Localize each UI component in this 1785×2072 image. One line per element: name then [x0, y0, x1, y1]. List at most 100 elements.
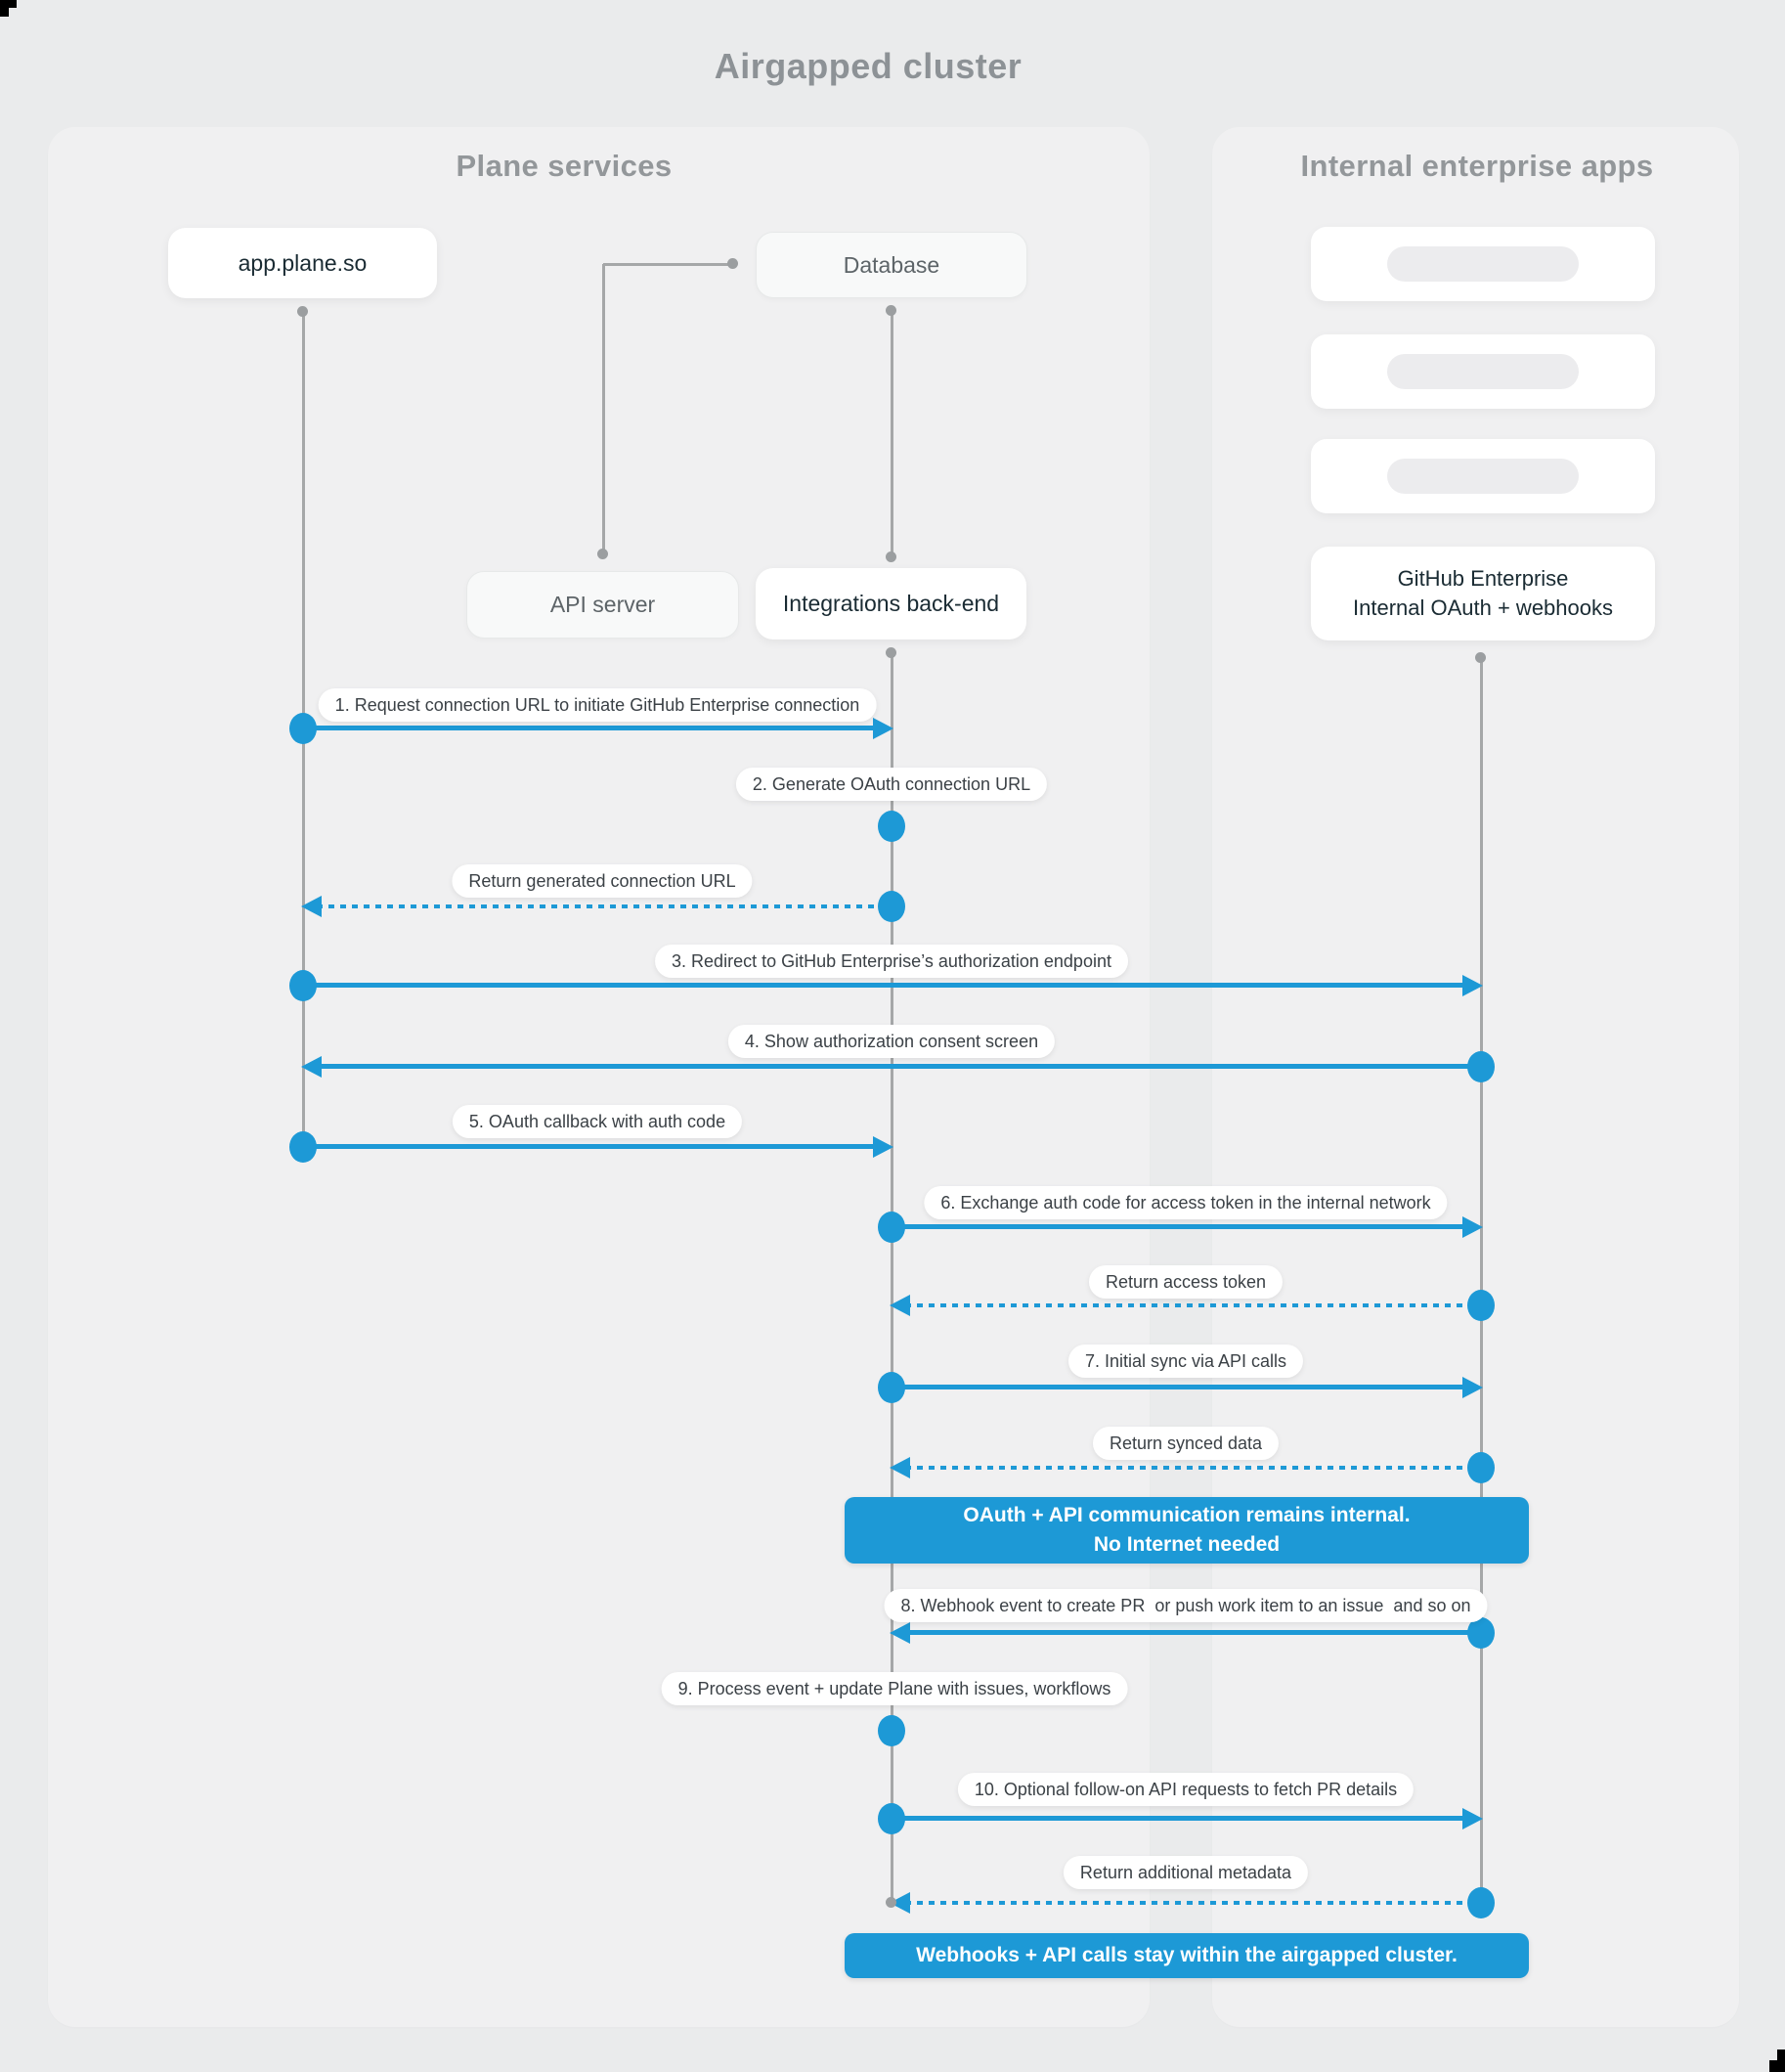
- event-dot: [878, 1715, 905, 1746]
- lifeline-integrations: [891, 653, 893, 1903]
- plane-services-panel: [48, 127, 1150, 2027]
- skeleton-app-card: [1311, 227, 1655, 301]
- node-app-plane-so: app.plane.so: [168, 228, 437, 298]
- arrow-line-dashed: [893, 1466, 1477, 1470]
- arrow-line-dashed: [305, 904, 888, 908]
- message-label-14: Return additional metadata: [1063, 1856, 1309, 1889]
- event-dot: [1467, 1887, 1495, 1918]
- message-arrow-6: [303, 1136, 893, 1158]
- corner-artifact: [1777, 2050, 1785, 2060]
- arrow-line: [893, 1224, 1477, 1229]
- internal-enterprise-apps-title: Internal enterprise apps: [1300, 149, 1654, 183]
- message-arrow-5: [301, 1056, 1481, 1078]
- arrowhead-left-icon: [301, 896, 322, 917]
- arrowhead-right-icon: [1462, 975, 1483, 996]
- page-title: Airgapped cluster: [714, 46, 1023, 86]
- message-label-13: 10. Optional follow-on API requests to f…: [957, 1773, 1415, 1806]
- message-label-10: Return synced data: [1092, 1427, 1280, 1460]
- lifeline-github-enterprise: [1480, 658, 1483, 1903]
- node-github-enterprise-line1: GitHub Enterprise: [1397, 566, 1569, 591]
- arrow-line: [893, 1816, 1477, 1821]
- arrow-line: [305, 726, 888, 730]
- skeleton-placeholder-bar: [1387, 246, 1579, 282]
- corner-artifact: [0, 8, 9, 17]
- arrowhead-left-icon: [890, 1457, 910, 1478]
- message-arrow-8: [890, 1295, 1481, 1316]
- arrow-line-dashed: [893, 1901, 1477, 1905]
- banner-line1: OAuth + API communication remains intern…: [963, 1504, 1411, 1526]
- arrowhead-right-icon: [1462, 1377, 1483, 1398]
- skeleton-app-card: [1311, 334, 1655, 409]
- message-arrow-11: [890, 1622, 1481, 1644]
- event-dot: [878, 1372, 905, 1403]
- message-arrow-9: [892, 1377, 1483, 1398]
- internal-communication-banner: OAuth + API communication remains intern…: [845, 1497, 1529, 1564]
- event-dot: [1467, 1452, 1495, 1483]
- arrow-line: [893, 1385, 1477, 1389]
- message-arrow-10: [890, 1457, 1481, 1478]
- lifeline-end-dot: [886, 1897, 896, 1908]
- connector-database-integrations: [891, 311, 893, 557]
- event-dot: [1467, 1290, 1495, 1321]
- arrow-line-dashed: [893, 1303, 1477, 1307]
- arrow-line: [305, 1144, 888, 1149]
- event-dot: [878, 1803, 905, 1834]
- arrowhead-right-icon: [873, 718, 893, 739]
- banner-line1: Webhooks + API calls stay within the air…: [916, 1944, 1458, 1966]
- node-github-enterprise-line2: Internal OAuth + webhooks: [1353, 595, 1613, 620]
- banner-line2: No Internet needed: [1093, 1533, 1281, 1556]
- arrow-line: [305, 1064, 1477, 1069]
- event-dot: [1467, 1051, 1495, 1082]
- node-api-server-label: API server: [549, 592, 656, 617]
- message-arrow-3: [301, 896, 892, 917]
- connector-dot: [886, 647, 896, 658]
- message-arrow-4: [303, 975, 1483, 996]
- message-label-5: 4. Show authorization consent screen: [727, 1025, 1056, 1058]
- message-arrow-1: [303, 718, 893, 739]
- message-label-6: 5. OAuth callback with auth code: [452, 1105, 743, 1138]
- event-dot: [878, 811, 905, 842]
- message-arrow-7: [892, 1216, 1483, 1238]
- message-label-1: 1. Request connection URL to initiate Gi…: [318, 688, 877, 722]
- event-dot: [878, 891, 905, 922]
- event-dot: [1467, 1617, 1495, 1649]
- message-label-9: 7. Initial sync via API calls: [1067, 1345, 1304, 1378]
- connector-dot: [886, 551, 896, 562]
- airgapped-cluster-banner: Webhooks + API calls stay within the air…: [845, 1933, 1529, 1978]
- arrowhead-left-icon: [890, 1622, 910, 1644]
- node-database: Database: [756, 232, 1027, 298]
- connector-api-server-vertical: [602, 264, 605, 554]
- corner-artifact: [0, 0, 17, 8]
- arrowhead-right-icon: [873, 1136, 893, 1158]
- node-github-enterprise: GitHub Enterprise Internal OAuth + webho…: [1311, 547, 1655, 640]
- event-dot: [289, 1131, 317, 1163]
- arrowhead-left-icon: [301, 1056, 322, 1078]
- message-arrow-13: [892, 1808, 1483, 1830]
- message-label-7: 6. Exchange auth code for access token i…: [924, 1186, 1448, 1219]
- arrowhead-right-icon: [1462, 1808, 1483, 1830]
- event-dot: [878, 1212, 905, 1243]
- node-integrations-backend: Integrations back-end: [756, 568, 1026, 639]
- skeleton-app-card: [1311, 439, 1655, 513]
- node-database-label: Database: [843, 251, 940, 278]
- node-api-server: API server: [466, 571, 739, 639]
- message-arrow-14: [890, 1892, 1481, 1914]
- node-integrations-backend-label: Integrations back-end: [782, 591, 1000, 616]
- message-label-3: Return generated connection URL: [452, 864, 753, 898]
- connector-api-server-horizontal: [603, 263, 733, 266]
- plane-services-title: Plane services: [456, 149, 673, 183]
- message-label-11: 8. Webhook event to create PR or push wo…: [884, 1589, 1488, 1622]
- message-label-12: 9. Process event + update Plane with iss…: [661, 1672, 1128, 1705]
- event-dot: [289, 970, 317, 1001]
- message-label-8: Return access token: [1088, 1265, 1284, 1299]
- message-label-2: 2. Generate OAuth connection URL: [735, 768, 1048, 801]
- arrow-line: [893, 1630, 1477, 1635]
- arrow-line: [305, 983, 1477, 988]
- node-app-plane-so-label: app.plane.so: [238, 249, 368, 276]
- connector-dot: [727, 258, 738, 269]
- arrowhead-left-icon: [890, 1295, 910, 1316]
- connector-dot: [1475, 652, 1486, 663]
- connector-dot: [886, 305, 896, 316]
- message-label-4: 3. Redirect to GitHub Enterprise’s autho…: [655, 945, 1128, 978]
